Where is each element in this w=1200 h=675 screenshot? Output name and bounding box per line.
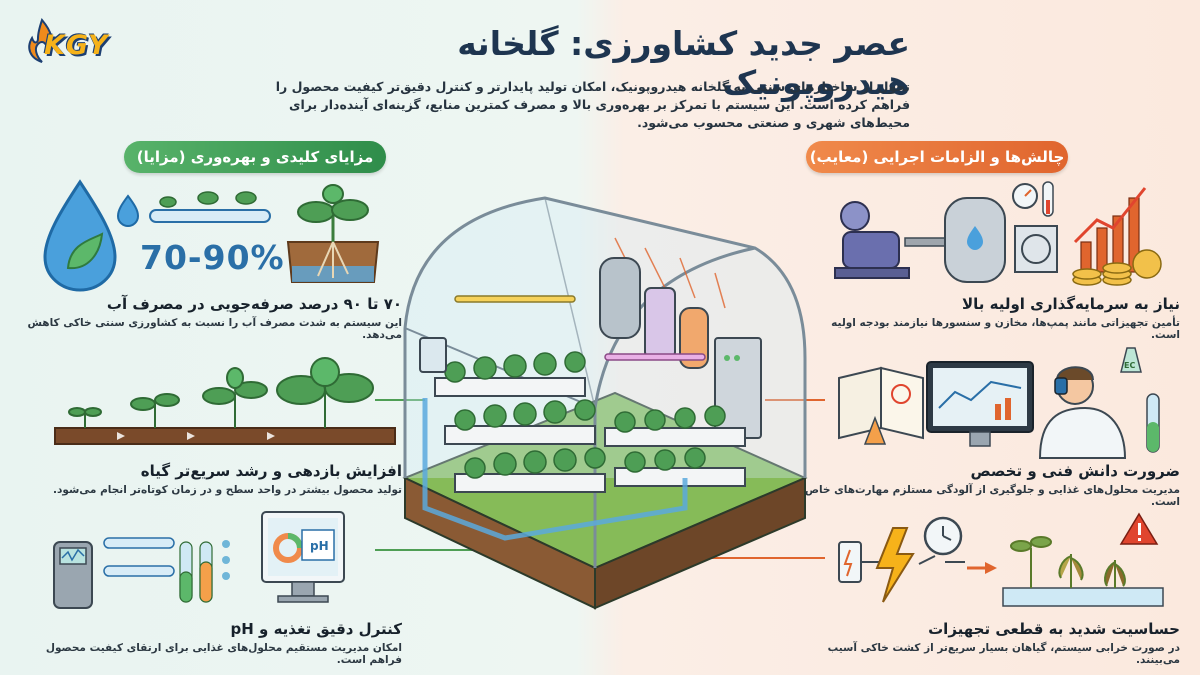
challenge-expertise: ضرورت دانش فنی و تخصص مدیریت محلول‌های غ…	[800, 462, 1180, 508]
flask-icon	[863, 415, 887, 445]
challenge-outage-sensitivity: حساسیت شدید به قطعی تجهیزات در صورت خراب…	[800, 620, 1180, 666]
kgy-logo[interactable]: KGY	[22, 14, 142, 74]
investment-illustration	[834, 181, 1162, 286]
logo-text: KGY	[44, 30, 109, 61]
lightning-icon	[875, 527, 915, 603]
greenhouse-illustration	[375, 196, 825, 610]
advantage-desc: این سیستم به شدت مصرف آب را نسبت به کشاو…	[27, 317, 402, 341]
challenge-investment: نیاز به سرمایه‌گذاری اولیه بالا تأمین تج…	[800, 295, 1180, 341]
page-title: عصر جدید کشاورزی: گلخانه هیدروپونیک	[457, 24, 910, 102]
challenge-desc: در صورت خرابی سیستم، گیاهان بسیار سریع‌ت…	[827, 642, 1180, 666]
thermometer-icon	[1042, 181, 1054, 217]
water-tank-icon	[599, 257, 641, 339]
soil-front-right	[594, 476, 806, 610]
ec-flask-icon	[1120, 347, 1142, 373]
bar-growth-icon	[1080, 197, 1140, 273]
challenge-title: حساسیت شدید به قطعی تجهیزات	[928, 620, 1180, 638]
challenge-title: نیاز به سرمایه‌گذاری اولیه بالا	[961, 295, 1180, 313]
challenge-desc: مدیریت محلول‌های غذایی و جلوگیری از آلود…	[804, 484, 1180, 508]
advantage-title: افزایش بازدهی و رشد سریع‌تر گیاه	[140, 462, 402, 480]
ec-label: EC	[1124, 361, 1135, 370]
scientist-icon	[1038, 406, 1127, 459]
flame-icon	[28, 17, 53, 63]
coins-icon	[1072, 249, 1162, 286]
plant-growth-illustration	[54, 357, 396, 445]
advantages-header: مزایای کلیدی و بهره‌وری (مزایا)	[124, 141, 386, 173]
water-saving-badge: 70-90%	[140, 238, 285, 277]
outage-sensitivity-illustration	[838, 512, 1164, 607]
water-drop-icon	[43, 179, 117, 292]
advantage-desc: تولید محصول بیشتر در واحد سطح و در زمان …	[53, 484, 402, 496]
leaf-icon	[66, 232, 104, 270]
pipe-icon	[149, 209, 271, 223]
advantage-desc: امکان مدیریت مستقیم محلول‌های غذایی برای…	[45, 642, 402, 666]
soil-strip	[54, 427, 396, 445]
expertise-illustration: EC	[838, 347, 1160, 459]
potted-plant-icon	[286, 184, 380, 283]
advantage-title: ۷۰ تا ۹۰ درصد صرفه‌جویی در مصرف آب	[106, 295, 402, 313]
advantage-water-saving: ۷۰ تا ۹۰ درصد صرفه‌جویی در مصرف آب این س…	[22, 295, 402, 341]
water-saving-illustration	[43, 179, 271, 292]
challenge-title: ضرورت دانش فنی و تخصص	[970, 462, 1180, 480]
pump-icon	[842, 231, 900, 269]
challenges-header: چالش‌ها و الزامات اجرایی (معایب)	[806, 141, 1068, 173]
small-drop-icon	[116, 194, 140, 228]
advantage-title: کنترل دقیق تغذیه و pH	[230, 620, 402, 638]
intro-paragraph: تحول از ساختارهای سنتی به گلخانه هیدروپو…	[275, 79, 910, 131]
advantage-nutrient-control: کنترل دقیق تغذیه و pH امکان مدیریت مستقی…	[22, 620, 402, 666]
battery-icon	[838, 541, 862, 583]
nutrient-control-illustration: pH	[53, 511, 345, 609]
challenge-desc: تأمین تجهیزاتی مانند پمپ‌ها، مخازن و سنس…	[831, 317, 1180, 341]
ph-label: pH	[310, 539, 329, 553]
advantage-growth: افزایش بازدهی و رشد سریع‌تر گیاه تولید م…	[22, 462, 402, 496]
water-tray	[1002, 587, 1164, 607]
